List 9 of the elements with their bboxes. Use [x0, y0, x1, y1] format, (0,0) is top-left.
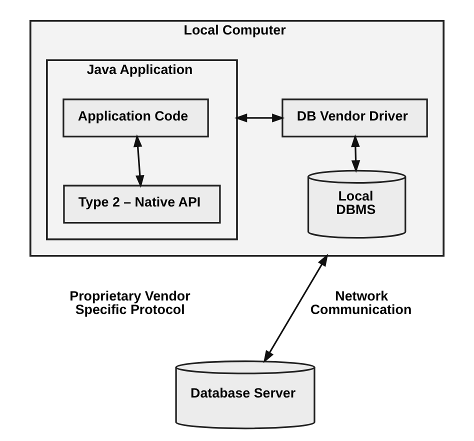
edge-label: Network Communication: [310, 288, 412, 318]
arrow: [234, 114, 285, 122]
arrow: [351, 134, 360, 173]
node-box: DB Vendor Driver: [282, 98, 428, 138]
arrow: [263, 254, 328, 364]
label: Proprietary Vendor Specific Protocol: [70, 288, 190, 318]
arrow: [133, 134, 144, 188]
node-box: Type 2 – Native API: [63, 184, 221, 224]
node-box: Application Code: [62, 98, 209, 138]
